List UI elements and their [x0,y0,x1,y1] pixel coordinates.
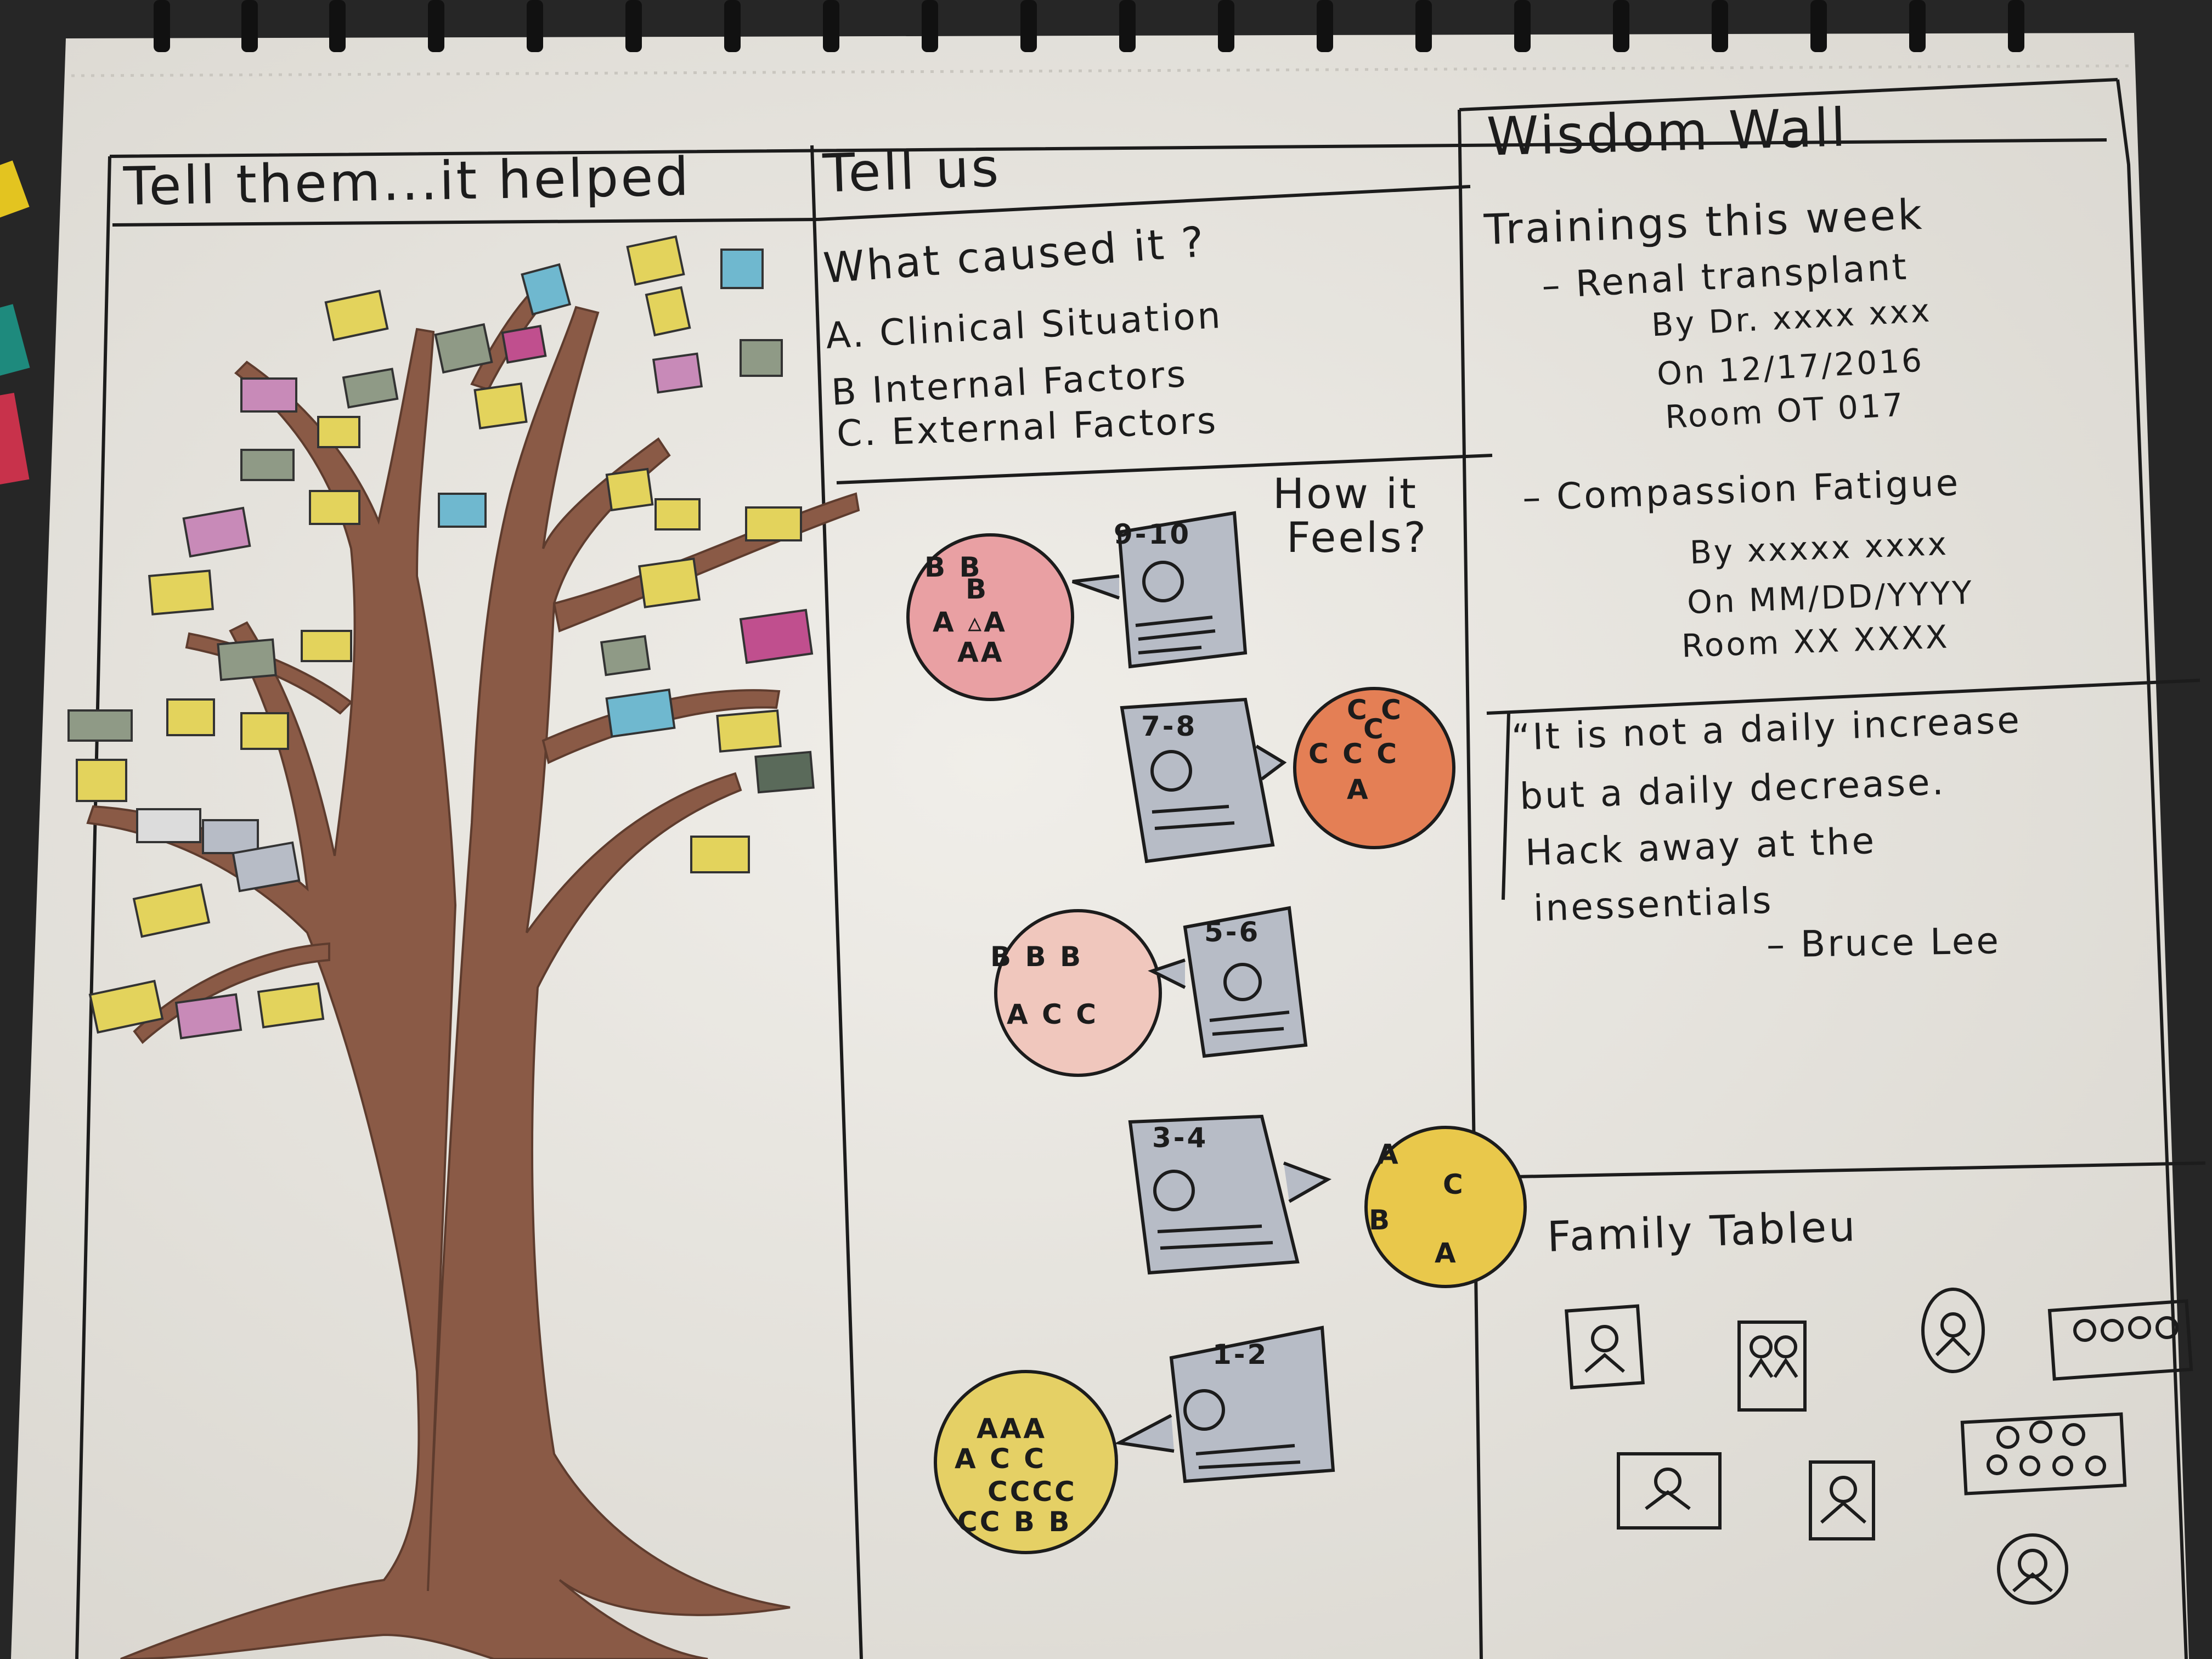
sticky-note-icon [720,249,764,289]
sticky-note-icon [605,689,676,738]
sticky-note-icon [754,751,815,794]
photo-frame-icon [1921,1288,1985,1373]
bubble-7-8-line1: C C [1347,694,1403,726]
sticky-note-icon [166,698,215,736]
sticky-note-icon [739,608,814,664]
family-photos [1565,1288,2193,1605]
photo-frame-icon [1565,1304,1645,1390]
bubble-9-10-line3: A ▵A [933,606,1007,638]
sticky-note-icon [342,368,399,409]
sticky-note-icon [501,325,547,364]
feels-label-line1: How it [1273,469,1418,518]
bubble-9-10-line2: B [966,573,989,605]
sticky-note-icon [473,382,528,430]
photo-frame-icon [1617,1452,1722,1530]
sticky-note-icon [716,709,782,753]
bubble-1-2-line1: AAA [977,1413,1047,1444]
sticky-note-icon [638,557,701,608]
feels-label-line2: Feels? [1286,513,1429,562]
feels-scale [906,511,1527,1554]
sticky-note-icon [600,635,651,676]
sticky-note-icon [654,498,701,531]
sticky-note-icon [626,235,685,286]
bubble-3-4 [1364,1126,1527,1288]
sticky-note-icon [132,883,211,938]
quote-line-4: inessentials [1532,879,1774,930]
sticky-note-icon [202,819,259,854]
sticky-note-icon [88,979,164,1034]
emoji-card-icon [1148,906,1308,1058]
sticky-note-icon [605,467,654,512]
scale-label-3-4: 3-4 [1152,1122,1209,1154]
bubble-5-6-line2: A C C [1007,998,1098,1030]
bubble-1-2-line3: CCCC [988,1476,1077,1508]
photo-frame-icon [2047,1299,2193,1381]
scale-label-1-2: 1-2 [1212,1339,1269,1370]
sticky-note-icon [257,982,325,1029]
sticky-note-icon [136,808,201,843]
scale-label-9-10: 9-10 [1114,518,1192,550]
emoji-card-icon [1072,511,1248,669]
sticky-note-icon [232,841,301,893]
sticky-note-icon [182,506,251,558]
bubble-7-8-line2: C [1363,713,1386,745]
sticky-note-icon [740,339,783,377]
sticky-note-icon [652,352,703,394]
bubble-9-10 [906,533,1074,701]
sticky-note-icon [324,289,389,342]
sticky-note-icon [240,449,295,481]
bubble-1-2 [934,1370,1118,1554]
quote-author: – Bruce Lee [1766,919,2001,966]
panel-title-middle: Tell us [822,137,1002,205]
sticky-note-icon [148,569,215,616]
bubble-9-10-line4: AA [957,636,1005,668]
bubble-7-8-line4: A [1347,774,1370,805]
sticky-note-icon [645,286,691,337]
bubble-5-6 [994,909,1162,1077]
sticky-note-icon [521,263,572,316]
sticky-note-icon [240,377,297,413]
bubble-3-4-line1: A [1377,1138,1401,1170]
sticky-note-icon [301,630,352,662]
sticky-note-icon [174,993,242,1040]
bubble-9-10-line1: B B [924,551,983,583]
sticky-note-icon [76,759,127,802]
scale-label-5-6: 5-6 [1204,916,1261,948]
sticky-note-icon [240,712,289,750]
photo-frame-icon [1997,1533,2068,1605]
photo-frame-icon [1960,1412,2127,1496]
bubble-1-2-line2: A C C [955,1443,1046,1475]
bubble-3-4-line2: C [1443,1169,1465,1200]
sticky-note-icon [67,709,133,742]
emoji-card-icon [1120,697,1287,864]
emoji-card-icon [1114,1325,1335,1483]
sticky-note-icon [690,836,750,873]
panel-title-right: Wisdom Wall [1486,97,1849,168]
photo-frame-icon [1737,1321,1807,1412]
sticky-note-icon [317,416,360,448]
panel-grid [75,78,2206,1659]
sticky-note-icon [217,638,277,681]
sticky-notes [67,235,815,1040]
bubble-3-4-line3: B [1369,1204,1392,1236]
bubble-1-2-line4: CC B B [957,1506,1072,1538]
sticky-note-icon [434,323,493,374]
sticky-note-icon [438,493,487,528]
sticky-note-icon [309,490,360,525]
panel-title-left: Tell them...it helped [123,145,692,218]
spiral-binding-icon [154,0,2024,52]
bubble-3-4-line4: A [1435,1237,1458,1269]
bubble-7-8 [1293,687,1455,849]
bubble-5-6-line1: B B B [990,941,1084,973]
sticky-note-icon [745,506,802,541]
emoji-card-icon [1128,1114,1332,1275]
bubble-7-8-line3: C C C [1308,738,1399,770]
photo-frame-icon [1809,1460,1875,1541]
scale-label-7-8: 7-8 [1141,710,1198,742]
